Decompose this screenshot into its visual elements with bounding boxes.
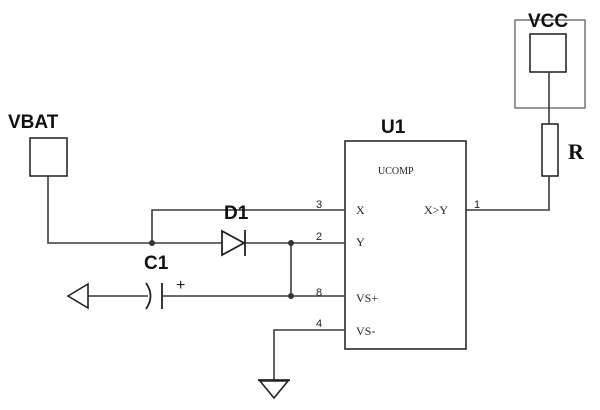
chip-ref-label: U1 bbox=[381, 117, 406, 138]
vsminus-wire bbox=[273, 329, 345, 380]
vbat-label: VBAT bbox=[8, 112, 59, 133]
pin-name-vsplus: VS+ bbox=[356, 291, 378, 305]
vbat-terminal bbox=[29, 137, 68, 177]
chip-u1 bbox=[344, 140, 467, 350]
pin-name-vsminus: VS- bbox=[356, 324, 375, 338]
junction-dot bbox=[288, 240, 294, 246]
pin-name-y: Y bbox=[356, 235, 365, 249]
output-wire bbox=[466, 176, 550, 211]
capacitor-curved-plate bbox=[145, 282, 152, 310]
pin-number-1: 1 bbox=[474, 199, 480, 211]
capacitor-label: C1 bbox=[144, 253, 169, 274]
junction-dot bbox=[149, 240, 155, 246]
resistor-label: R bbox=[568, 139, 585, 164]
resistor-symbol bbox=[541, 123, 559, 177]
vcc-terminal bbox=[529, 33, 567, 73]
vcc-label: VCC bbox=[528, 11, 568, 32]
pin-number-2: 2 bbox=[316, 231, 322, 243]
pin-number-4: 4 bbox=[316, 318, 322, 330]
chip-name-label: UCOMP bbox=[378, 166, 414, 177]
pin-name-x: X bbox=[356, 203, 365, 217]
ground-left-icon bbox=[66, 282, 89, 310]
ground-bottom-icon bbox=[258, 380, 290, 400]
vbat-wire bbox=[47, 176, 345, 244]
x-input-wire bbox=[151, 209, 345, 243]
pin-number-8: 8 bbox=[316, 287, 322, 299]
diode-label: D1 bbox=[224, 203, 249, 224]
diode-symbol bbox=[221, 229, 246, 257]
junction-dot bbox=[288, 293, 294, 299]
pin-number-3: 3 bbox=[316, 199, 322, 211]
pin-name-xgty: X>Y bbox=[424, 203, 448, 217]
capacitor-polarity-label: + bbox=[176, 277, 185, 294]
